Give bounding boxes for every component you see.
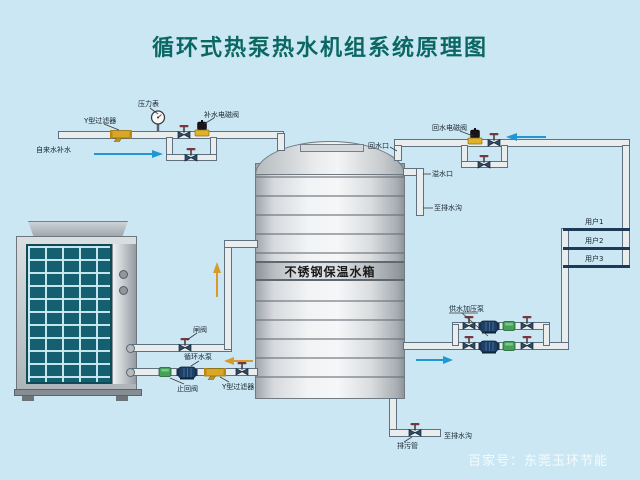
tank-rib: [256, 300, 404, 302]
label-pressure-gauge: 压力表: [138, 100, 159, 108]
pipe-pump-branch-riser-left: [452, 324, 459, 346]
tank-rib: [256, 233, 404, 235]
label-overflow-port: 溢水口: [432, 170, 453, 178]
label-circulating-pump: 循环水泵: [184, 353, 212, 361]
tank-rib: [256, 214, 404, 216]
tank-rib: [256, 252, 404, 254]
booster-pump-icon: [478, 318, 500, 334]
bypass-valve-icon: [476, 153, 492, 169]
circulating-pump-icon: [176, 364, 198, 380]
heat-pump-foot: [116, 396, 128, 401]
label-y-filter-top: Y型过滤器: [84, 117, 117, 125]
y-filter-bottom-icon: [204, 364, 226, 380]
hp-pipe-flange: [126, 368, 135, 377]
pipe-return-main: [394, 139, 630, 147]
tank-label: 不锈钢保温水箱: [284, 264, 376, 279]
label-return-port: 回水口: [368, 142, 389, 150]
pipe-hp-outlet-into-tank: [224, 240, 258, 248]
pipe-return-into-tank: [394, 145, 402, 161]
gate-valve-icon: [461, 334, 477, 350]
makeup-solenoid-valve-icon: [193, 119, 211, 137]
heat-pump-knob-icon: [119, 286, 128, 295]
pressure-gauge-icon: [149, 110, 167, 132]
y-filter-top-icon: [110, 126, 132, 142]
page-title: 循环式热泵热水机组系统原理图: [151, 36, 488, 61]
label-to-drain-bottom: 至排水沟: [444, 432, 472, 440]
pipe-user2-branch: [563, 247, 630, 250]
label-gate-valve: 闸阀: [193, 326, 207, 334]
booster-pump-icon: [478, 338, 500, 354]
check-valve-icon: [502, 320, 516, 332]
check-valve-icon: [158, 366, 172, 378]
gate-valve-icon: [519, 314, 535, 330]
gate-valve-icon: [234, 360, 250, 376]
label-to-drain-overflow: 至排水沟: [434, 204, 462, 212]
pipe-user3-branch: [563, 265, 630, 268]
check-valve-icon: [502, 340, 516, 352]
gate-valve-icon: [486, 131, 502, 147]
label-user1: 用户1: [585, 218, 604, 226]
pipe-makeup-into-tank: [277, 133, 285, 151]
heat-pump-foot: [22, 396, 34, 401]
label-return-solenoid: 回水电磁阀: [432, 124, 467, 132]
label-makeup-solenoid: 补水电磁阀: [204, 111, 239, 119]
tank-rib: [256, 376, 404, 378]
heat-pump-fan-housing: [28, 221, 128, 238]
label-user2: 用户2: [585, 237, 604, 245]
return-solenoid-valve-icon: [466, 127, 484, 145]
label-check-valve: 止回阀: [177, 385, 198, 393]
hp-pipe-flange: [126, 344, 135, 353]
tank-rib: [256, 319, 404, 321]
bypass-valve-icon: [183, 146, 199, 162]
tank-label-band: 不锈钢保温水箱: [256, 261, 404, 281]
tank-manhole: [300, 144, 364, 152]
label-tap-water-supply: 自来水补水: [36, 146, 71, 154]
tank-rib: [256, 176, 404, 178]
tank-rib: [256, 195, 404, 197]
drain-valve-icon: [407, 421, 423, 437]
pipe-user1-branch: [563, 228, 630, 231]
heat-pump-coil-grid: [26, 244, 112, 384]
gate-valve-icon: [176, 123, 192, 139]
watermark: 百家号：东莞玉环节能: [468, 454, 609, 469]
tank-body: [255, 163, 405, 399]
tank-rib: [256, 357, 404, 359]
gate-valve-icon: [461, 314, 477, 330]
heat-pump-base: [14, 389, 142, 396]
tank-rib: [256, 338, 404, 340]
label-y-filter-bottom: Y型过滤器: [222, 383, 255, 391]
gate-valve-icon: [519, 334, 535, 350]
heat-pump-side-panel: [112, 244, 136, 384]
gate-valve-icon: [177, 336, 193, 352]
pipe-overflow-v: [416, 168, 424, 216]
heat-pump-knob-icon: [119, 270, 128, 279]
label-drain-pipe: 排污管: [397, 442, 418, 450]
label-user3: 用户3: [585, 255, 604, 263]
pipe-pump-branch-riser-right: [543, 324, 550, 346]
pipe-hp-outlet-riser: [224, 242, 232, 350]
label-booster-pump: 供水加压泵: [449, 305, 484, 313]
